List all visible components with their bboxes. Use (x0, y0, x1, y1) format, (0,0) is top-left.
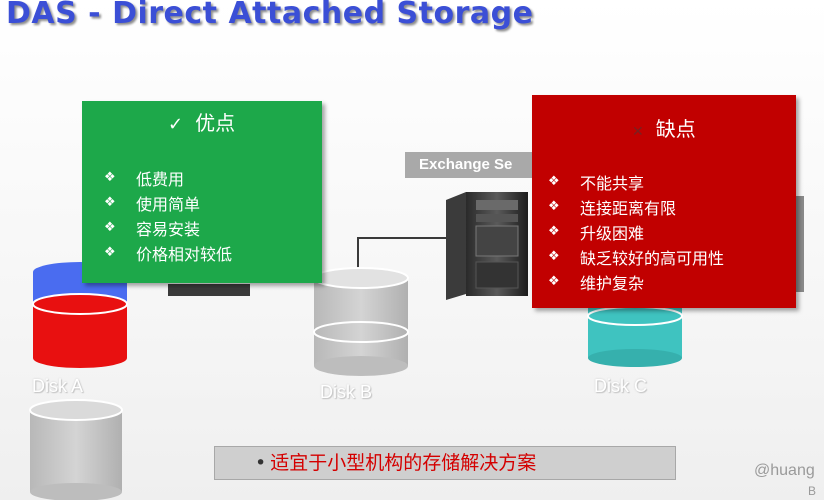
diamond-bullet-icon: ❖ (104, 195, 116, 210)
list-item: ❖缺乏较好的高可用性 (548, 248, 725, 268)
pros-list: ❖低费用 ❖使用简单 ❖容易安装 ❖价格相对较低 (104, 165, 232, 265)
diamond-bullet-icon: ❖ (548, 274, 560, 289)
list-item: ❖升级困难 (548, 223, 645, 243)
diamond-bullet-icon: ❖ (104, 220, 116, 235)
diamond-bullet-icon: ❖ (104, 170, 116, 185)
cons-heading: ✕ 缺点 (632, 113, 696, 142)
diamond-bullet-icon: ❖ (548, 224, 560, 239)
list-item: ❖连接距离有限 (548, 198, 677, 218)
watermark-line2: B (808, 484, 817, 498)
diamond-bullet-icon: ❖ (548, 199, 560, 214)
list-item: ❖价格相对较低 (104, 244, 233, 264)
diamond-bullet-icon: ❖ (548, 249, 560, 264)
summary-box: •适宜于小型机构的存储解决方案 (214, 446, 676, 480)
disk-c-label: Disk C (594, 376, 647, 396)
cons-heading-text: 缺点 (655, 117, 696, 141)
cons-panel: ✕ 缺点 ❖不能共享 ❖连接距离有限 ❖升级困难 ❖缺乏较好的高可用性 ❖维护复杂 (532, 95, 796, 308)
check-icon: ✓ (168, 114, 184, 135)
x-icon: ✕ (632, 124, 644, 140)
cons-list: ❖不能共享 ❖连接距离有限 ❖升级困难 ❖缺乏较好的高可用性 ❖维护复杂 (548, 169, 724, 294)
diamond-bullet-icon: ❖ (548, 174, 560, 189)
disk-a-label: Disk A (32, 376, 84, 396)
watermark: @huang (754, 462, 815, 479)
connector-line (357, 237, 446, 270)
summary-text: 适宜于小型机构的存储解决方案 (270, 452, 537, 474)
disk-b-label: Disk B (320, 382, 373, 402)
list-item: ❖容易安装 (104, 219, 201, 239)
diamond-bullet-icon: ❖ (104, 245, 116, 260)
list-item: ❖低费用 (104, 169, 185, 189)
server-tower (446, 192, 528, 300)
disk-c (587, 306, 683, 367)
pros-heading: ✓ 优点 (168, 107, 235, 136)
server-base-left (168, 284, 250, 296)
list-item: ❖使用简单 (104, 194, 201, 214)
pros-heading-text: 优点 (195, 111, 236, 135)
disk-b (313, 267, 409, 376)
server-label: Exchange Se (405, 152, 537, 178)
pros-panel: ✓ 优点 ❖低费用 ❖使用简单 ❖容易安装 ❖价格相对较低 (82, 101, 322, 283)
list-item: ❖维护复杂 (548, 273, 645, 293)
disk-bottom (29, 399, 123, 500)
bullet-dot-icon: • (255, 452, 267, 474)
server-right-edge (796, 196, 804, 292)
disk-a (32, 262, 128, 368)
slide-title: DAS - Direct Attached Storage (6, 0, 534, 31)
list-item: ❖不能共享 (548, 173, 645, 193)
